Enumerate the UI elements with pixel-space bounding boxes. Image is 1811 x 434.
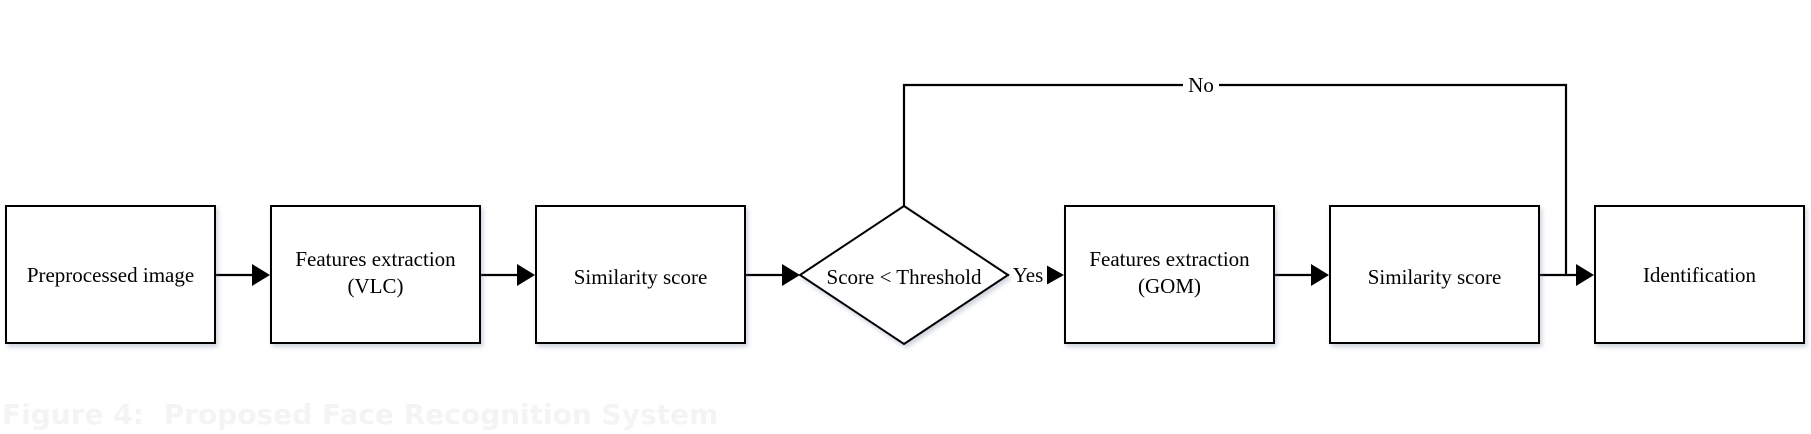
arrowhead-similarity-1 xyxy=(517,264,535,286)
node-features-vlc-line-2: (VLC) xyxy=(348,274,404,298)
node-preprocessed-image: Preprocessed image xyxy=(5,205,216,344)
svg-text:Similarity score: Similarity score xyxy=(574,265,708,289)
figure-caption: Figure 4: Proposed Face Recognition Syst… xyxy=(2,398,718,431)
svg-text:(GOM): (GOM) xyxy=(1138,274,1201,298)
arrowhead-gom xyxy=(1046,265,1064,285)
svg-text:(VLC): (VLC) xyxy=(348,274,404,298)
node-features-extraction-vlc: Features extraction (VLC) xyxy=(270,205,481,344)
node-similarity-1-line-1: Similarity score xyxy=(574,265,708,289)
arrowhead-vlc xyxy=(252,264,270,286)
figure-caption-text: Proposed Face Recognition System xyxy=(164,398,719,431)
node-features-gom-line-1: Features extraction xyxy=(1089,247,1250,271)
svg-text:Similarity score: Similarity score xyxy=(1368,265,1502,289)
node-similarity-score-1: Similarity score xyxy=(535,205,746,344)
figure-caption-label: Figure 4: xyxy=(2,398,144,431)
node-features-vlc-line-1: Features extraction xyxy=(295,247,456,271)
no-label-background xyxy=(1183,72,1219,98)
svg-text:Features extraction: Features extraction xyxy=(295,247,456,271)
node-similarity-2-line-1: Similarity score xyxy=(1368,265,1502,289)
svg-text:Score < Threshold: Score < Threshold xyxy=(827,265,982,289)
node-score-threshold-decision: Score < Threshold xyxy=(798,204,1010,346)
node-preprocessed-image-line-1: Preprocessed image xyxy=(27,263,194,287)
edge-decision-no-path xyxy=(902,83,1568,275)
node-features-gom-line-2: (GOM) xyxy=(1138,274,1201,298)
svg-text:Features extraction: Features extraction xyxy=(1089,247,1250,271)
node-identification: Identification xyxy=(1594,205,1805,344)
node-decision-line-1: Score < Threshold xyxy=(827,265,982,289)
arrowhead-similarity-2 xyxy=(1311,264,1329,286)
svg-text:Identification: Identification xyxy=(1643,263,1757,287)
svg-text:Preprocessed image: Preprocessed image xyxy=(27,263,194,287)
arrowhead-identification xyxy=(1576,264,1594,286)
yes-label-background xyxy=(1009,262,1047,288)
edges: No Yes xyxy=(215,72,1594,288)
node-identification-line-1: Identification xyxy=(1643,263,1757,287)
arrowhead-decision xyxy=(782,264,800,286)
no-label: No xyxy=(1188,73,1214,97)
nodes: Preprocessed image Features extraction (… xyxy=(5,204,1805,346)
node-similarity-score-2: Similarity score xyxy=(1329,205,1540,344)
yes-label: Yes xyxy=(1013,263,1044,287)
node-features-extraction-gom: Features extraction (GOM) xyxy=(1064,205,1275,344)
